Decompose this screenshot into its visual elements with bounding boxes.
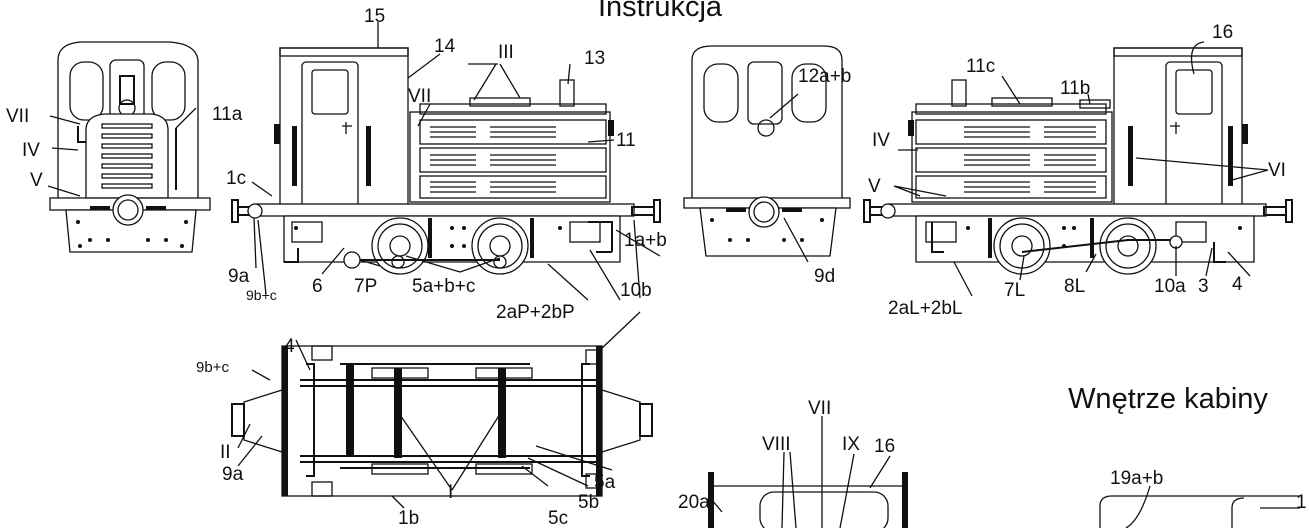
label-5a-b-c: 5a+b+c (412, 276, 475, 297)
label-IV-front: IV (22, 140, 40, 161)
label-2aP-2bP: 2aP+2bP (496, 302, 575, 323)
label-5b: 5b (578, 492, 599, 513)
label-1c: 1c (226, 168, 246, 189)
leader-lines (47, 22, 1269, 528)
top-view (231, 345, 653, 497)
label-VII-front: VII (6, 106, 29, 127)
part-labels: 15 14 III 13 VII 11 1c 9a 9b+c 6 7P 5a+b… (6, 6, 1307, 528)
label-9b-c: 9b+c (246, 287, 277, 303)
label-11a: 11a (212, 104, 243, 125)
label-1a-b: 1a+b (624, 230, 667, 251)
label-11: 11 (616, 130, 636, 151)
label-VII-side: VII (408, 86, 431, 107)
label-VII-cab: VII (808, 398, 831, 419)
label-16: 16 (1212, 22, 1233, 43)
label-IX: IX (842, 434, 860, 455)
label-5a: 5a (594, 472, 616, 493)
front-view (49, 41, 211, 253)
label-13: 13 (584, 48, 605, 69)
label-4-top: 4 (284, 336, 295, 357)
label-10b: 10b (620, 280, 652, 301)
hood-louvres-left (915, 119, 1107, 199)
label-VI: VI (1268, 160, 1286, 181)
label-VIII: VIII (762, 434, 791, 455)
label-I: I (448, 482, 453, 503)
hood-louvres (419, 119, 607, 199)
wheel-left-rear (1099, 217, 1157, 275)
cabin-interior (708, 472, 1300, 528)
label-3: 3 (1198, 276, 1209, 297)
label-11b: 11b (1060, 78, 1090, 99)
label-V-front: V (30, 170, 43, 191)
label-III: III (498, 42, 514, 63)
cabin-interior-heading: Wnętrze kabiny (1068, 383, 1268, 415)
label-9a: 9a (228, 266, 250, 287)
diagram-title: Instrukcja (598, 0, 723, 23)
label-IV-right: IV (872, 130, 890, 151)
label-2aL-2bL: 2aL+2bL (888, 298, 963, 319)
label-7L: 7L (1004, 280, 1025, 301)
label-9a-top: 9a (222, 464, 244, 485)
label-II: II (220, 442, 231, 463)
wheel-rear (471, 217, 529, 275)
label-7P: 7P (354, 276, 377, 297)
side-view-left (863, 47, 1293, 275)
label-11c: 11c (966, 56, 995, 77)
label-8L: 8L (1064, 276, 1085, 297)
label-9d: 9d (814, 266, 835, 287)
label-14: 14 (434, 36, 456, 57)
label-20a: 20a (678, 492, 710, 513)
label-10a: 10a (1154, 276, 1186, 297)
label-19a-b: 19a+b (1110, 468, 1163, 489)
radiator-grille (101, 123, 153, 189)
label-15: 15 (364, 6, 385, 27)
rear-view (683, 45, 851, 257)
label-5c: 5c (548, 508, 568, 528)
label-1b: 1b (398, 508, 419, 528)
label-V-right: V (868, 176, 881, 197)
side-view-right (231, 47, 661, 275)
label-6: 6 (312, 276, 323, 297)
wheel-front (371, 217, 429, 275)
label-12a-b: 12a+b (798, 66, 851, 87)
label-9b-c-top: 9b+c (196, 359, 229, 376)
label-1-edge: 1 (1296, 492, 1307, 513)
label-16-cab: 16 (874, 436, 895, 457)
label-4-right: 4 (1232, 274, 1243, 295)
